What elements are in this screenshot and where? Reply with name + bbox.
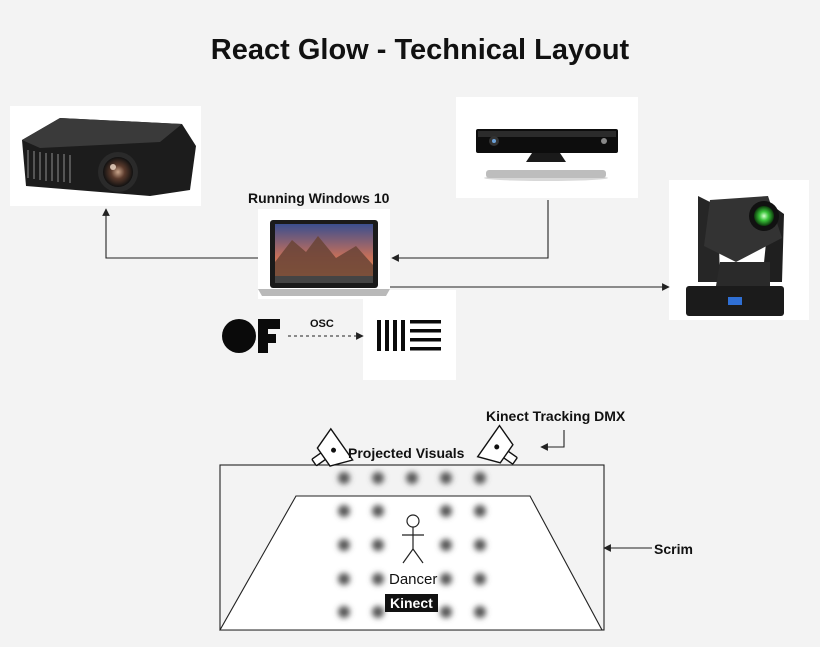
stage-floor [219, 495, 603, 631]
moving-head-light-icon [686, 196, 784, 316]
openframeworks-logo [222, 319, 280, 353]
ableton-logo [377, 320, 441, 351]
kinect-badge: Kinect [385, 594, 438, 612]
kinect-sensor-icon [476, 129, 618, 181]
stick-figure-icon [402, 514, 424, 564]
laptop-icon [258, 220, 390, 296]
projected-visuals-label: Projected Visuals [348, 445, 465, 461]
projected-visuals-grid [338, 472, 486, 618]
laptop-os-label: Running Windows 10 [248, 190, 390, 206]
dancer-label: Dancer [389, 571, 438, 588]
projector-icon [22, 118, 196, 196]
osc-label: OSC [310, 318, 334, 330]
kinect-dmx-label: Kinect Tracking DMX [486, 408, 626, 424]
spotlight-icon [311, 424, 518, 467]
scrim-label: Scrim [654, 541, 693, 557]
page-title: React Glow - Technical Layout [210, 34, 630, 66]
connectors [102, 200, 670, 552]
